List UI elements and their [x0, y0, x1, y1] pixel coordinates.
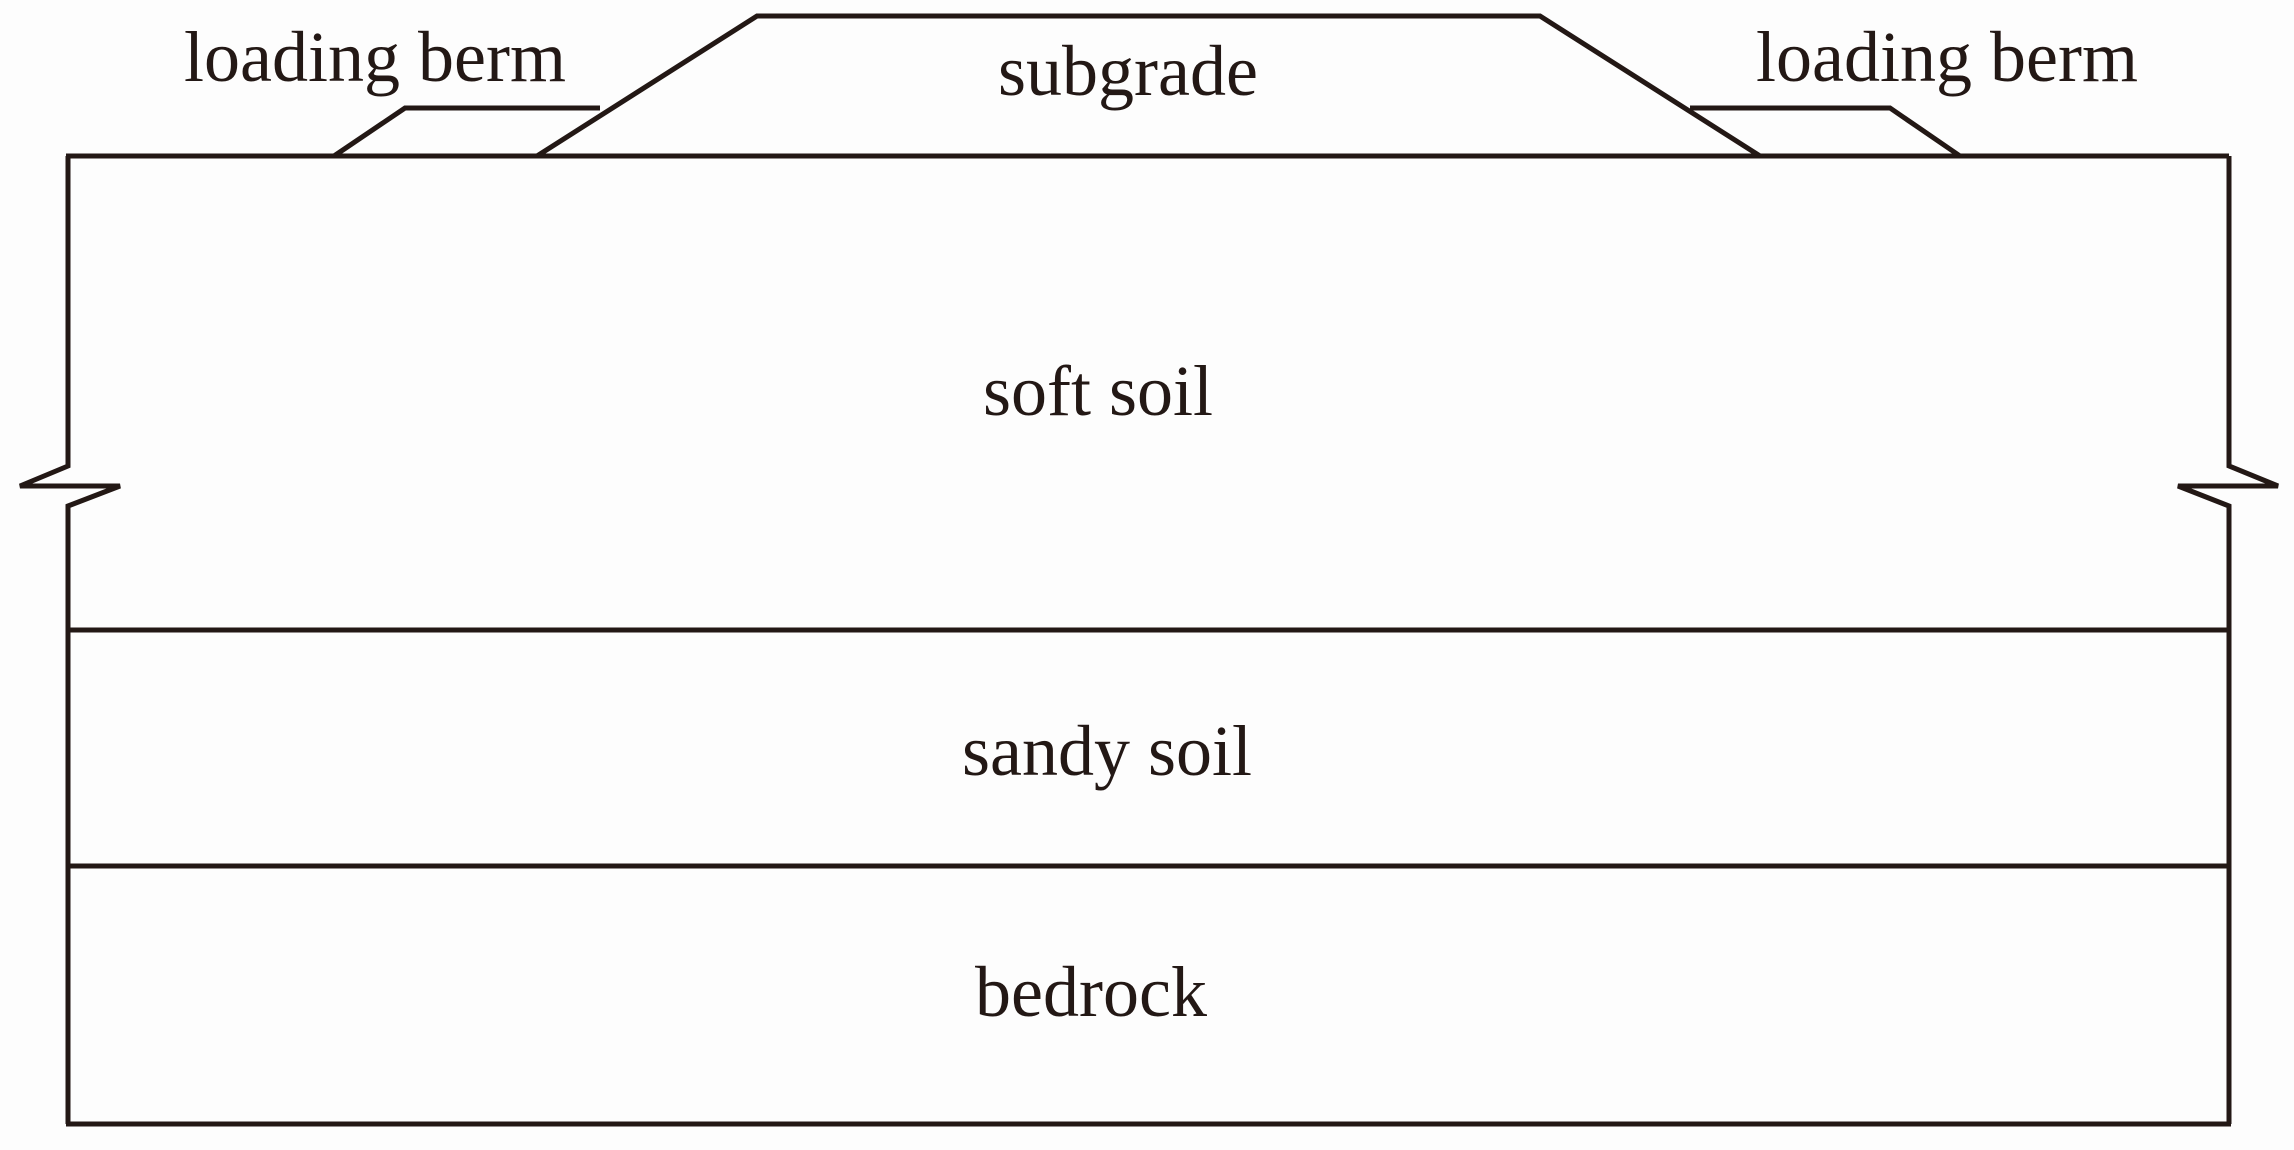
label-soft-soil: soft soil [983, 351, 1213, 431]
loading-berm-left [332, 105, 600, 159]
label-loading-berm-left: loading berm [184, 17, 566, 97]
label-sandy-soil: sandy soil [962, 711, 1252, 791]
subgrade-embankment [535, 13, 1762, 159]
label-subgrade: subgrade [998, 31, 1258, 111]
label-loading-berm-right: loading berm [1756, 17, 2138, 97]
right-boundary-break [2177, 156, 2279, 1124]
label-bedrock: bedrock [975, 952, 1207, 1032]
left-boundary-break [19, 156, 121, 1124]
loading-berm-right [1690, 105, 1962, 159]
